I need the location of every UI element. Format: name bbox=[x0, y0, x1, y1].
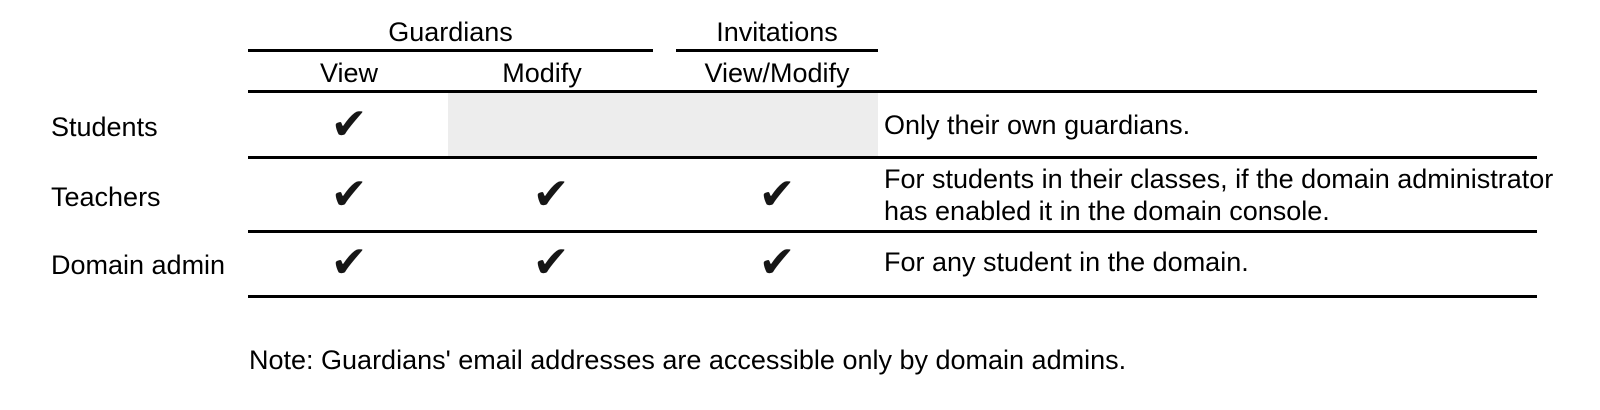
row-label-students: Students bbox=[51, 112, 158, 142]
footnote: Note: Guardians' email addresses are acc… bbox=[249, 345, 1127, 375]
column-group-guardians-label: Guardians bbox=[388, 17, 513, 47]
column-group-invitations-label: Invitations bbox=[716, 17, 838, 47]
check-icon bbox=[676, 103, 878, 147]
check-icon: ✔ bbox=[758, 169, 796, 220]
check-icon: ✔ bbox=[532, 237, 570, 288]
check-icon: ✔ bbox=[758, 237, 796, 288]
row-label-domain-admin: Domain admin bbox=[51, 250, 226, 280]
column-header-view-modify: View/Modify bbox=[704, 58, 850, 88]
note-line: has enabled it in the domain console. bbox=[884, 196, 1330, 226]
check-icon: ✔ bbox=[330, 169, 368, 220]
note-line: For students in their classes, if the do… bbox=[884, 164, 1554, 194]
check-icon: ✔ bbox=[532, 169, 570, 220]
row-label-teachers: Teachers bbox=[51, 182, 161, 212]
note-line: For any student in the domain. bbox=[884, 247, 1249, 277]
row-separator-rule bbox=[248, 230, 1537, 233]
note-line: Only their own guardians. bbox=[884, 110, 1191, 140]
check-icon: ✔ bbox=[330, 237, 368, 288]
row-note-domain-admin: For any student in the domain. bbox=[884, 246, 1249, 278]
check-icon: ✔ bbox=[330, 99, 368, 150]
column-header-view: View bbox=[319, 58, 379, 88]
row-separator-rule bbox=[248, 156, 1537, 159]
row-note-teachers: For students in their classes, if the do… bbox=[884, 163, 1553, 227]
guardians-underline bbox=[248, 49, 653, 52]
check-icon bbox=[450, 103, 652, 147]
column-header-modify: Modify bbox=[502, 58, 582, 88]
row-note-students: Only their own guardians. bbox=[884, 109, 1190, 141]
invitations-underline bbox=[676, 49, 878, 52]
students-no-permission-region bbox=[448, 93, 878, 156]
header-separator-rule bbox=[248, 90, 1537, 93]
table-bottom-rule bbox=[248, 295, 1537, 298]
